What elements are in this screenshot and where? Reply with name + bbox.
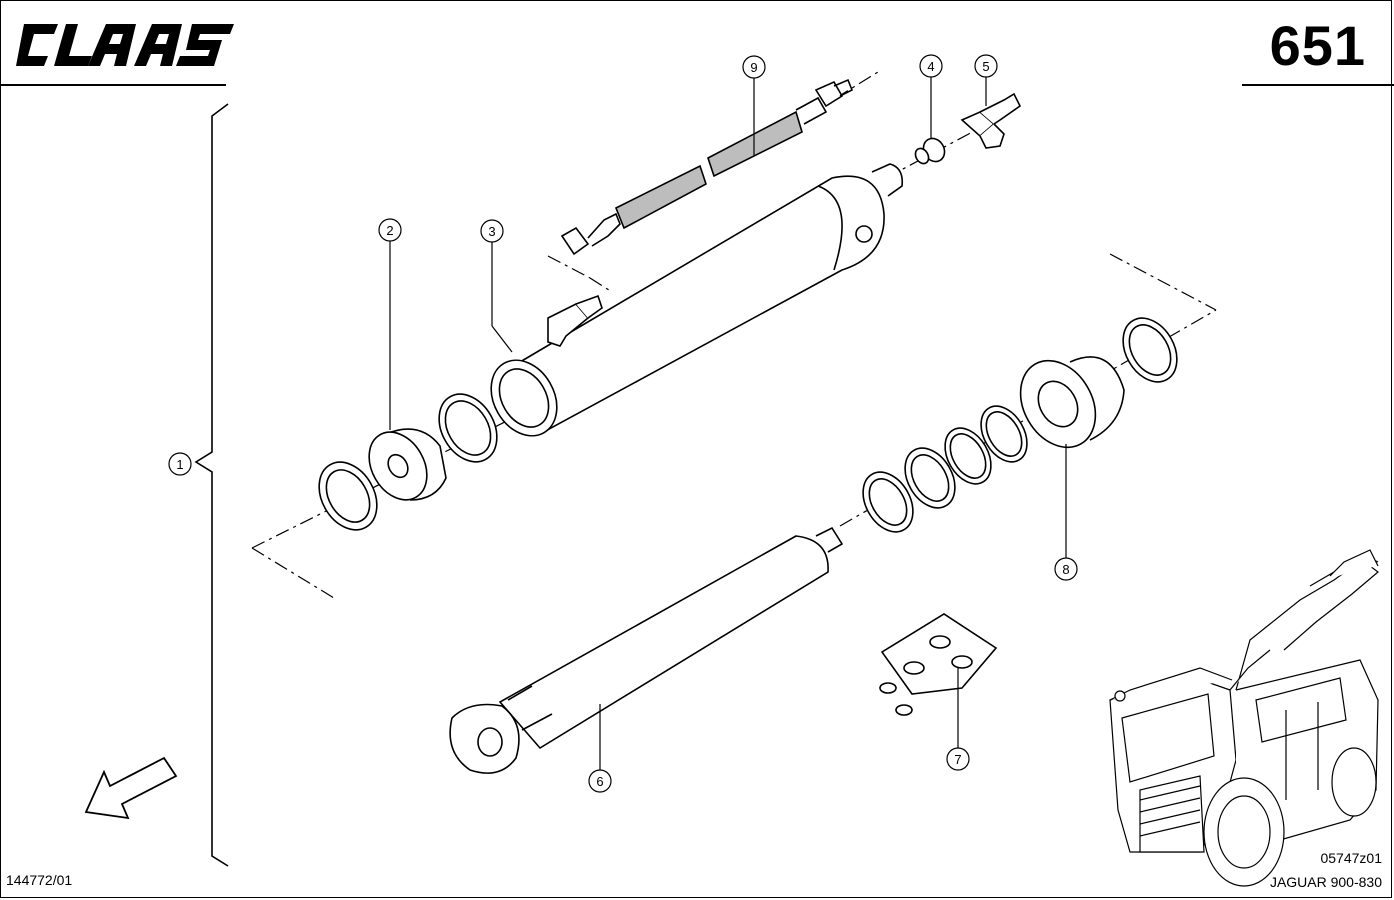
callout-5-label: 5 [982, 59, 989, 74]
callout-1: 1 [168, 452, 192, 476]
callout-3-label: 3 [488, 224, 495, 239]
piston-rod [449, 526, 844, 774]
callouts: 1 2 3 4 5 6 7 8 [168, 54, 1078, 793]
forage-harvester-icon [1109, 549, 1379, 887]
rod-seals-right [862, 317, 1178, 533]
callout-5: 5 [974, 54, 998, 78]
callout-6: 6 [588, 769, 612, 793]
figure-id: 05747z01 [1320, 850, 1382, 866]
adapter-fitting [914, 137, 946, 165]
callout-8: 8 [1054, 557, 1078, 581]
model-name: JAGUAR 900-830 [1269, 874, 1382, 890]
callout-8-label: 8 [1062, 562, 1069, 577]
callout-4: 4 [919, 54, 943, 78]
page-number: 651 [1269, 14, 1366, 77]
callout-6-label: 6 [596, 774, 603, 789]
piston-seals-left [318, 393, 498, 531]
callout-9-label: 9 [750, 60, 757, 75]
callout-9: 9 [742, 55, 766, 79]
hydraulic-hose [560, 78, 854, 256]
brand-logo [14, 20, 236, 70]
header-rule-left [0, 84, 226, 86]
callout-7: 7 [946, 747, 970, 771]
callout-2: 2 [378, 218, 402, 242]
callout-3: 3 [480, 219, 504, 243]
header-rule-right [1242, 84, 1394, 86]
callout-2-label: 2 [386, 223, 393, 238]
elbow-fitting [547, 294, 603, 347]
callout-7-label: 7 [954, 752, 961, 767]
seal-kit-bag [879, 613, 998, 716]
cylinder-tube [490, 163, 904, 437]
assembly-bracket [194, 103, 229, 867]
document-id: 144772/01 [6, 872, 73, 888]
tee-fitting [960, 92, 1022, 149]
direction-arrow-icon [84, 756, 178, 820]
callout-4-label: 4 [927, 59, 934, 74]
leader-lines [389, 76, 1067, 770]
callout-1-label: 1 [176, 457, 183, 472]
